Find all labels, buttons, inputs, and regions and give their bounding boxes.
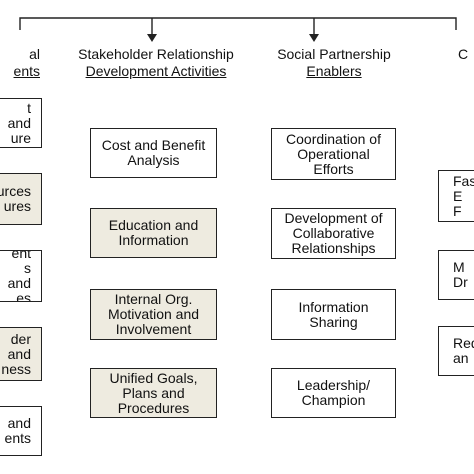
left-box-2-label: urces ures [0,183,31,214]
activity-box-motivation: Internal Org. Motivation and Involvement [90,289,217,340]
arrow-down-icon [147,34,157,42]
enabler-label: Information Sharing [298,298,369,330]
enabler-label: Coordination of Operational Efforts [286,130,381,177]
enabler-box-information-sharing: Information Sharing [271,289,396,340]
right-box-3-label: Red an [453,335,474,366]
enabler-label: Development of Collaborative Relationshi… [284,210,383,256]
enabler-label: Leadership/ Champion [296,377,371,408]
left-box-4-label: der and ness [1,330,31,377]
right-box-2-label: M Dr [453,259,468,290]
activity-label: Cost and Benefit Analysis [101,137,206,168]
column-header-activities: Stakeholder Relationship Development Act… [78,46,234,79]
enabler-box-collaborative: Development of Collaborative Relationshi… [271,208,396,259]
column-header-right: C [458,46,469,62]
column-header-enablers: Social Partnership Enablers [277,46,391,79]
right-box-2: M Dr [438,250,474,300]
left-box-1-label: t and ure [7,99,31,146]
activity-box-education: Education and Information [90,208,217,258]
left-box-3: ent s and es [0,250,42,302]
left-box-5-label: and ents [4,415,31,446]
left-box-1: t and ure [0,98,42,148]
right-box-1: Fas E F [438,170,474,222]
enabler-box-coordination: Coordination of Operational Efforts [271,128,396,180]
right-box-3: Red an [438,326,474,376]
activity-box-cost-benefit: Cost and Benefit Analysis [90,128,217,178]
left-box-3-label: ent s and es [7,250,31,302]
column-header-left: al ents [13,46,40,79]
right-box-1-label: Fas E F [453,172,474,219]
activity-label: Internal Org. Motivation and Involvement [107,291,200,337]
enabler-box-leadership: Leadership/ Champion [271,368,396,418]
activity-box-unified-goals: Unified Goals, Plans and Procedures [90,368,217,418]
top-bracket-line [19,17,457,30]
activity-label: Education and Information [108,217,199,248]
activity-label: Unified Goals, Plans and Procedures [109,369,198,416]
left-box-4: der and ness [0,327,42,381]
arrow-down-icon [309,34,319,42]
left-box-2: urces ures [0,173,42,225]
left-box-5: and ents [0,406,42,456]
